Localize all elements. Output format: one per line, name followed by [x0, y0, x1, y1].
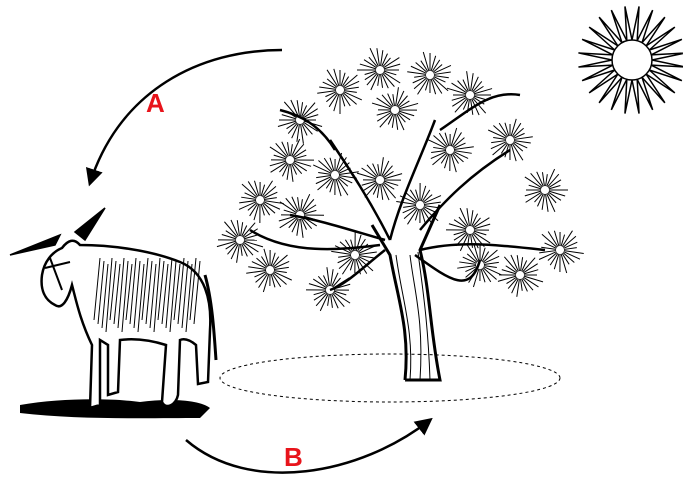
sun-ray: [625, 6, 632, 40]
tree-ground-shadow: [220, 354, 560, 402]
sun-ray: [649, 65, 682, 80]
donkey-body: [42, 241, 211, 408]
sun-ray: [611, 77, 626, 110]
tuft-spike: [505, 123, 509, 136]
tuft-spike: [330, 179, 334, 192]
joshua-tree: [217, 48, 584, 402]
label-a: A: [146, 90, 165, 116]
tuft-spike: [284, 210, 296, 214]
tree-leaf-tufts: [217, 48, 584, 311]
sun-ray: [632, 79, 639, 113]
label-b: B: [284, 444, 303, 470]
tuft-spike: [445, 133, 449, 146]
sun-ray: [578, 60, 612, 67]
sun-ray: [582, 39, 615, 54]
tuft-spike: [524, 270, 538, 274]
sun-ray: [611, 10, 626, 43]
tuft-spike: [330, 158, 334, 171]
sun-icon: [578, 6, 683, 113]
tuft-spike: [378, 74, 380, 86]
sun-ray: [651, 53, 683, 60]
donkey-ear-right: [75, 208, 105, 240]
tuft-spike: [362, 181, 376, 185]
tuft-spike: [274, 155, 286, 159]
tuft-spike: [481, 269, 485, 282]
arrow-a: [90, 50, 282, 183]
tuft-spike: [474, 96, 488, 100]
tuft-spike: [414, 76, 426, 78]
tuft-spike: [521, 279, 523, 291]
sun-ray: [637, 77, 652, 110]
tuft-spike: [298, 197, 300, 211]
sun-ray: [632, 6, 639, 40]
tuft-spike: [564, 248, 577, 250]
tuft-spike: [271, 274, 275, 287]
tuft-spike: [304, 115, 318, 119]
tuft-spike: [378, 164, 380, 176]
tuft-spike: [403, 206, 416, 208]
sun-ray: [649, 39, 682, 54]
tuft-spike: [502, 270, 516, 274]
sun-ray: [637, 10, 652, 43]
tuft-spike: [241, 244, 243, 256]
tuft-spike: [377, 111, 391, 115]
tuft-spike: [338, 256, 351, 258]
donkey: [10, 208, 216, 418]
donkey-shadow: [20, 399, 210, 418]
tuft-spike: [384, 181, 398, 185]
sun-ray: [651, 60, 683, 67]
tuft-spike: [271, 253, 275, 266]
tuft-spike: [331, 294, 333, 308]
donkey-ear-left: [10, 235, 60, 255]
arrow-b: [186, 420, 430, 473]
tuft-spike: [481, 248, 485, 261]
sun-ray: [625, 79, 632, 113]
sun-ray: [578, 53, 612, 60]
tuft-spike: [341, 73, 345, 86]
tuft-spike: [452, 96, 466, 100]
tuft-spike: [546, 174, 548, 186]
sun-ray: [582, 65, 615, 80]
tuft-spike: [291, 144, 293, 156]
tuft-spike: [393, 94, 395, 106]
tuft-spike: [334, 291, 346, 295]
tuft-spike: [474, 231, 486, 235]
tuft-spike: [244, 235, 258, 239]
tuft-spike: [264, 198, 277, 200]
